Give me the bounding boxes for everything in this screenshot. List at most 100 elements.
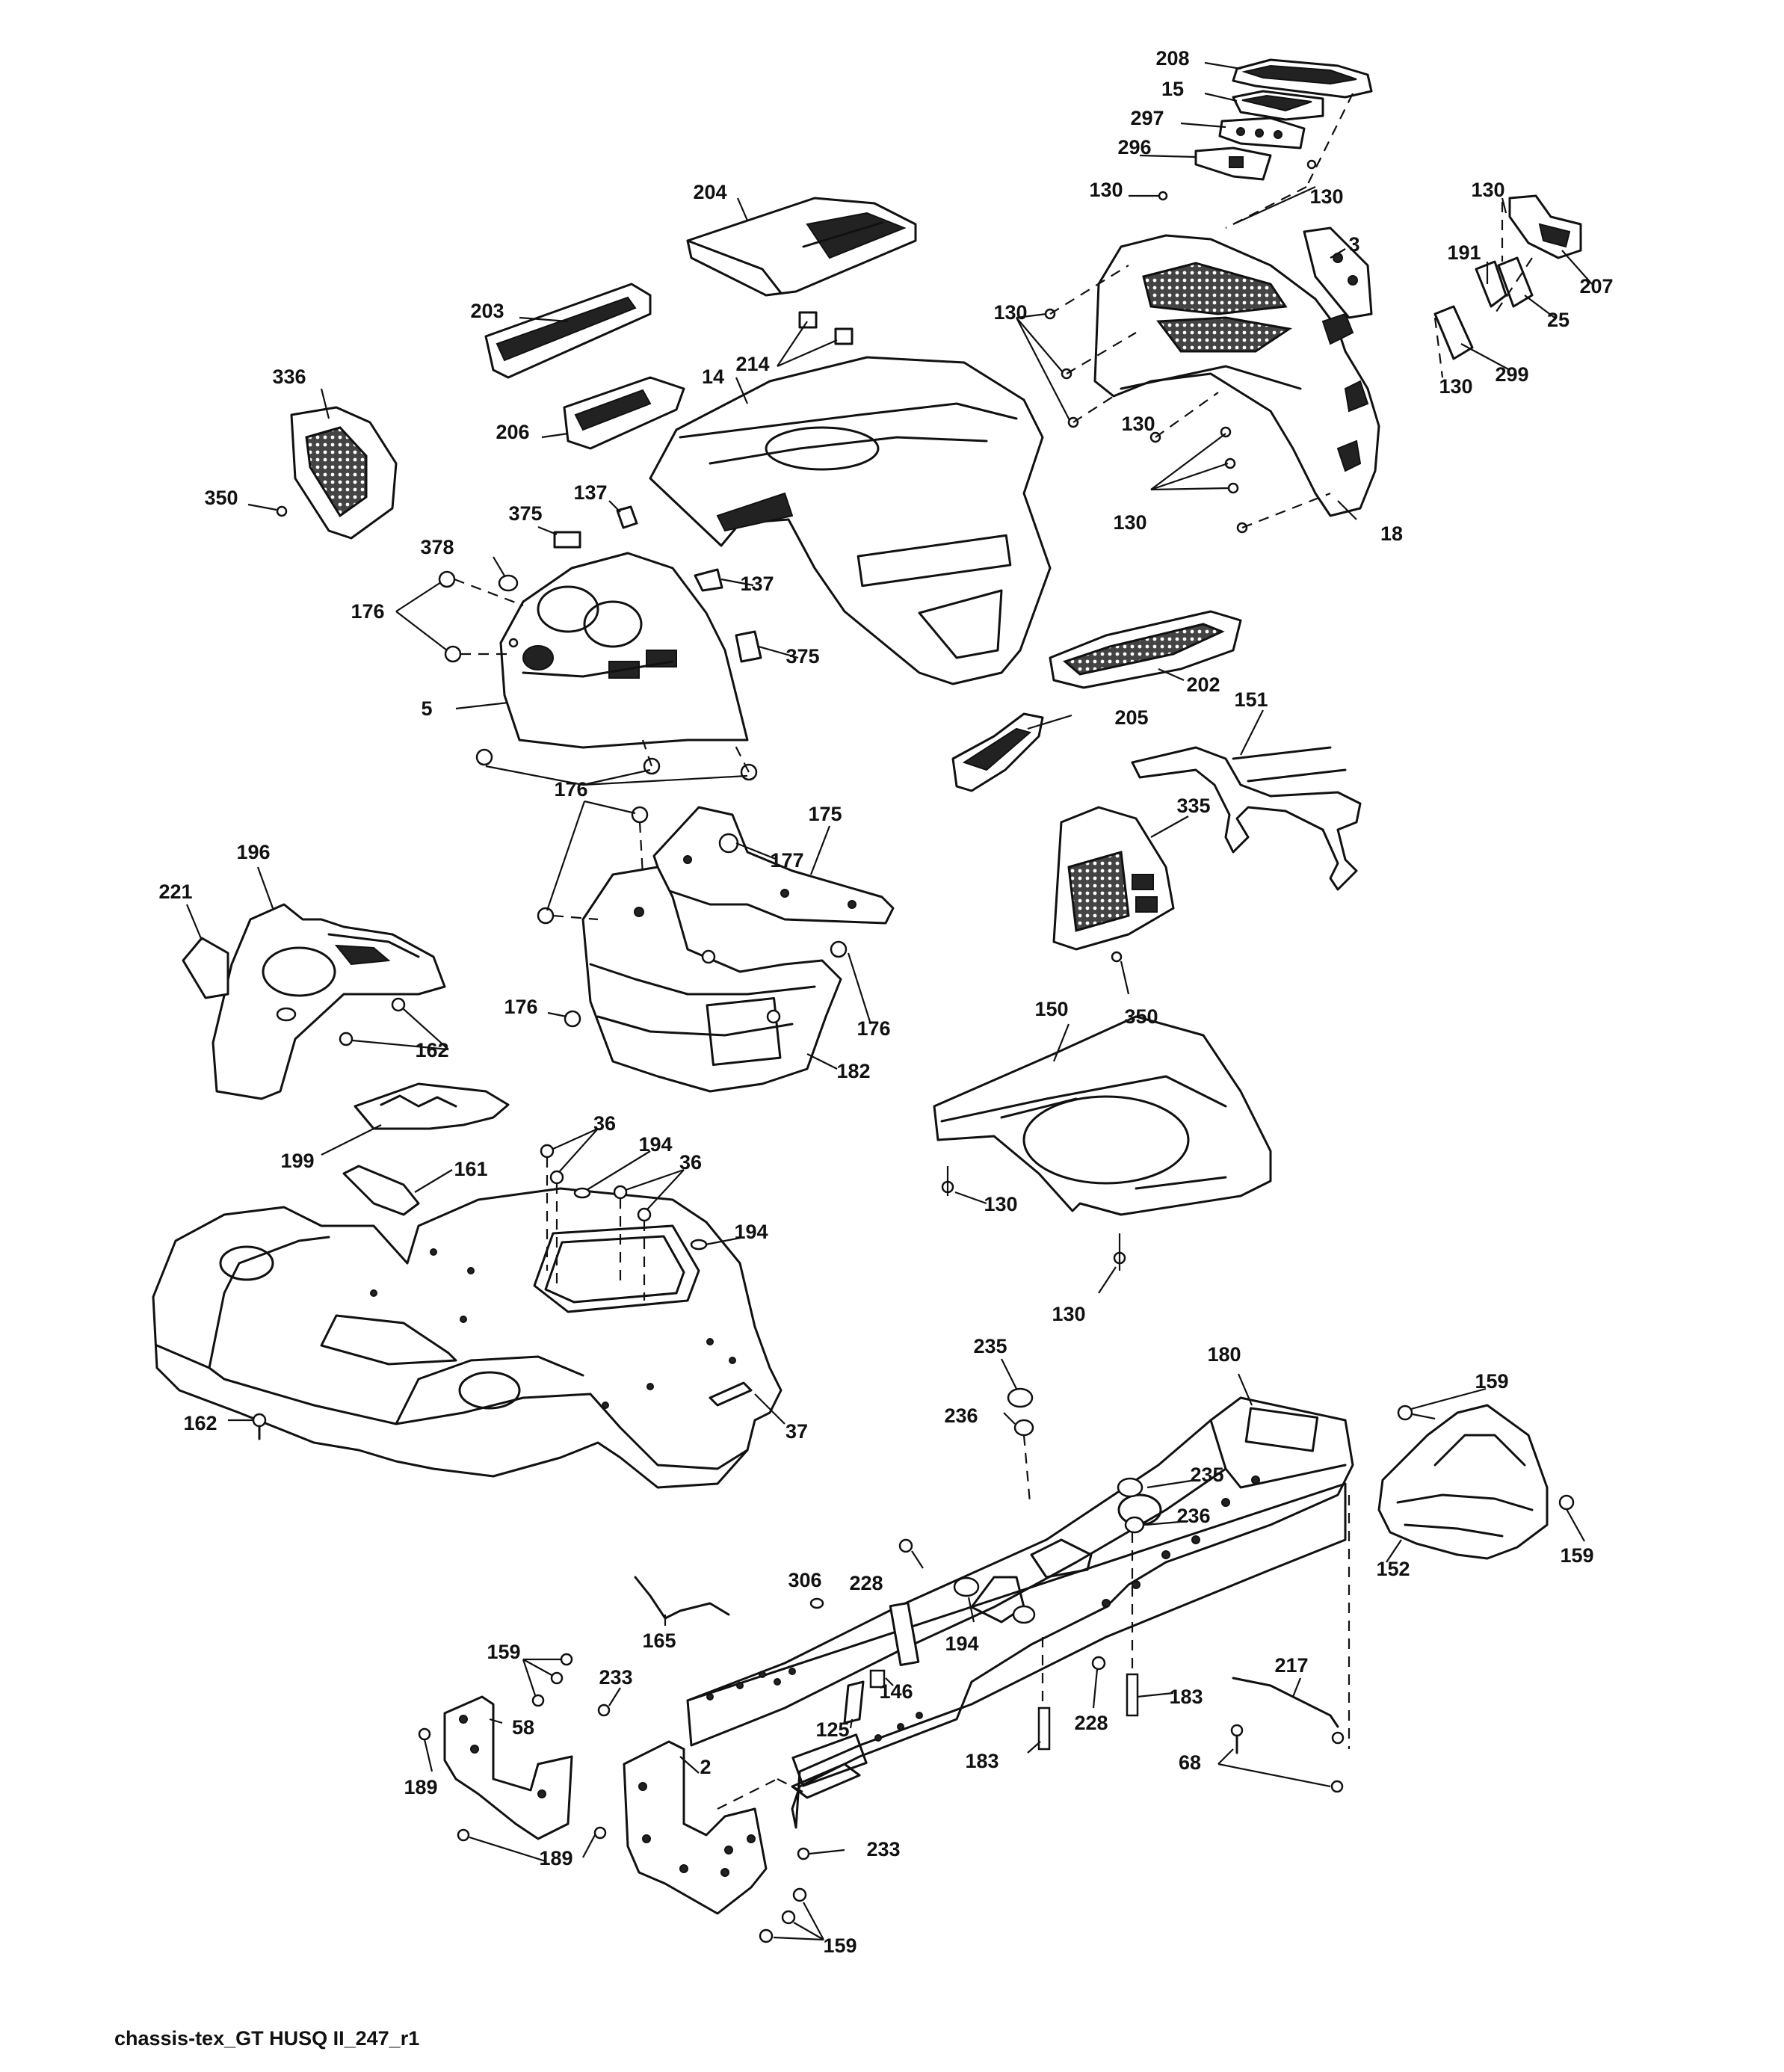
screws-130-shroud [1016, 265, 1357, 534]
callout-37: 37 [785, 1420, 808, 1443]
callout-177: 177 [770, 849, 803, 872]
callout-350: 350 [204, 487, 238, 509]
callout-175: 175 [808, 803, 842, 825]
callout-194: 194 [638, 1133, 672, 1156]
callout-130: 130 [984, 1193, 1017, 1215]
part-2-bracket-right [623, 1740, 808, 1915]
part-165-rod [634, 1576, 730, 1626]
screw-130-top [1158, 159, 1317, 226]
part-161-trim [342, 1165, 453, 1216]
callout-130: 130 [1089, 179, 1123, 201]
part-5-dash-panel [499, 552, 749, 749]
callout-306: 306 [788, 1569, 821, 1591]
callout-191: 191 [1447, 241, 1481, 264]
screws-162-upper [339, 997, 449, 1051]
callout-233: 233 [866, 1838, 900, 1860]
part-297-reflector [1218, 117, 1306, 149]
callout-130: 130 [1471, 179, 1504, 201]
callout-296: 296 [1117, 136, 1151, 158]
screws-233 [597, 1687, 845, 1860]
callout-130: 130 [1113, 511, 1146, 534]
part-335-side-panel-right [1052, 806, 1189, 951]
callout-36: 36 [593, 1112, 616, 1135]
callout-130: 130 [1309, 185, 1343, 208]
part-205-lower-trim [951, 712, 1044, 792]
part-link-plate [889, 1602, 920, 1666]
callout-189: 189 [539, 1847, 572, 1869]
part-204-hood-vent [686, 197, 917, 297]
screws-68 [1217, 1724, 1345, 1793]
callout-176: 176 [554, 778, 587, 801]
callout-176: 176 [351, 600, 384, 623]
callout-233: 233 [599, 1666, 632, 1689]
callout-297: 297 [1130, 107, 1164, 129]
callout-202: 202 [1186, 673, 1220, 696]
part-336-side-panel [290, 406, 398, 540]
part-196-dash-trim [212, 866, 446, 1100]
callout-204: 204 [693, 181, 726, 203]
callout-159: 159 [1475, 1370, 1508, 1393]
part-125-link [843, 1680, 865, 1729]
callout-14: 14 [702, 366, 724, 388]
callout-214: 214 [735, 353, 769, 375]
callout-336: 336 [272, 366, 306, 388]
part-207-headlamp [1508, 194, 1582, 259]
part-180-chassis-frame [686, 1373, 1354, 1829]
callout-199: 199 [280, 1150, 314, 1172]
callout-378: 378 [420, 536, 454, 558]
part-152-rear-bracket [1377, 1404, 1549, 1563]
callout-130: 130 [1439, 375, 1472, 398]
part-375-pad-lower [735, 630, 762, 663]
callout-137: 137 [573, 481, 607, 504]
bushings-235-236 [1001, 1358, 1197, 1534]
part-208-headlight-lens [1232, 58, 1373, 99]
part-175-mount-bracket [652, 806, 895, 925]
part-191-lens [1475, 260, 1507, 308]
callout-350: 350 [1124, 1005, 1158, 1028]
part-217-rod [1232, 1677, 1339, 1728]
callout-228: 228 [1074, 1712, 1108, 1734]
callout-18: 18 [1380, 522, 1403, 545]
part-296-bracket [1194, 147, 1272, 181]
callout-162: 162 [415, 1039, 448, 1061]
callout-150: 150 [1034, 998, 1068, 1020]
callout-2: 2 [700, 1756, 711, 1778]
callout-162: 162 [183, 1412, 217, 1434]
part-151-bracket [1131, 709, 1362, 891]
callout-165: 165 [642, 1629, 676, 1652]
callout-236: 236 [1176, 1505, 1210, 1527]
callout-196: 196 [236, 841, 270, 863]
callout-194: 194 [945, 1632, 978, 1655]
callout-375: 375 [785, 645, 819, 667]
callout-159: 159 [823, 1934, 856, 1957]
part-199-plate [321, 1082, 510, 1156]
part-146-bracket [869, 1669, 894, 1689]
part-378-grommet [493, 556, 519, 592]
part-214-clips [798, 311, 854, 345]
callout-235: 235 [973, 1335, 1007, 1357]
part-58-bracket-left [443, 1695, 573, 1840]
callout-205: 205 [1114, 706, 1148, 729]
callout-189: 189 [404, 1776, 437, 1798]
screws-189 [418, 1727, 607, 1863]
part-182-fuel-tank [581, 866, 842, 1093]
part-15-headlight-bezel [1232, 90, 1324, 121]
callout-221: 221 [158, 881, 192, 903]
bushings-194-306 [809, 1576, 1036, 1624]
callout-125: 125 [815, 1718, 849, 1741]
callout-176: 176 [856, 1017, 890, 1040]
screws-130-floor [941, 1166, 1126, 1294]
part-14-hood [649, 356, 1052, 685]
callout-180: 180 [1207, 1343, 1241, 1366]
callout-182: 182 [836, 1060, 870, 1082]
callout-236: 236 [944, 1405, 978, 1427]
callout-335: 335 [1176, 795, 1210, 817]
part-137-clip-lower [694, 568, 723, 592]
diagram-caption: chassis-tex_GT HUSQ II_247_r1 [114, 2027, 420, 2050]
callout-206: 206 [496, 421, 529, 443]
callout-183: 183 [1169, 1686, 1203, 1708]
screws-159-upper-left [522, 1653, 573, 1707]
callout-36: 36 [679, 1151, 702, 1174]
callout-194: 194 [734, 1221, 768, 1243]
bolts-183 [1027, 1673, 1174, 1754]
